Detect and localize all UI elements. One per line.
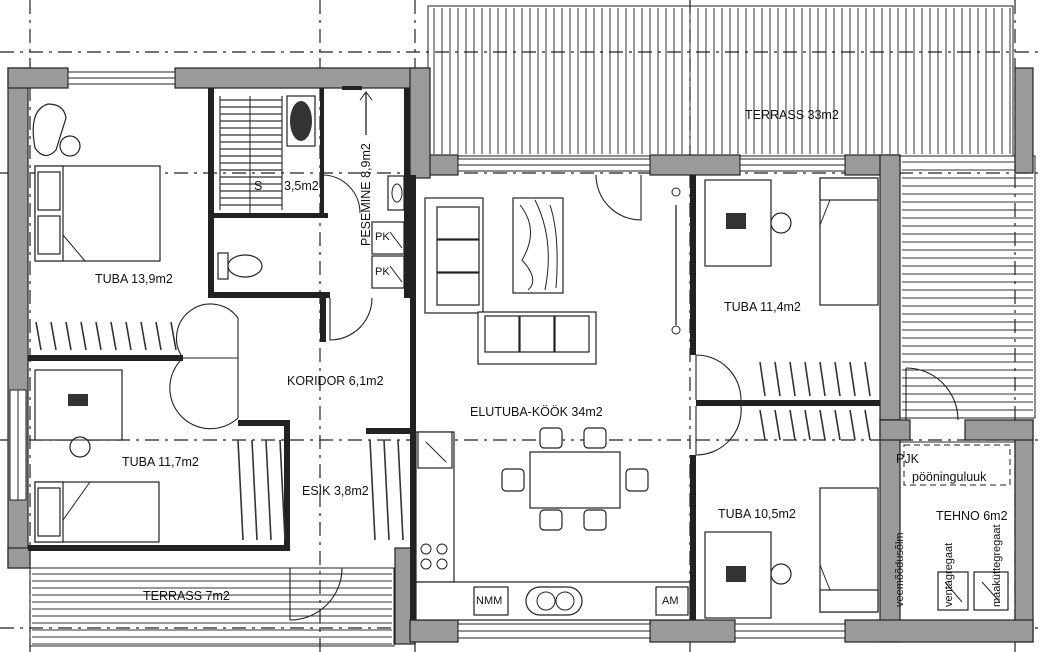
label-pk-1: PK bbox=[375, 231, 390, 243]
dining-chairs bbox=[501, 427, 649, 531]
label-esik: ESIK 3,8m2 bbox=[302, 484, 369, 498]
label-ventagregaat: ventagregaat bbox=[943, 543, 955, 607]
label-veemoodusolm: veemõõdusõlm bbox=[894, 532, 906, 607]
label-nmm: NMM bbox=[476, 595, 502, 607]
label-tuba-nw: TUBA 13,9m2 bbox=[95, 272, 173, 286]
tehno-room bbox=[899, 441, 1016, 621]
label-koridor: KORIDOR 6,1m2 bbox=[287, 374, 384, 388]
wardrobe-ne bbox=[759, 361, 871, 441]
label-terrass-top: TERRASS 33m2 bbox=[745, 108, 839, 122]
am-unit bbox=[655, 586, 689, 616]
doors bbox=[169, 174, 959, 621]
chair-se bbox=[770, 563, 792, 585]
terrace-deck-right bbox=[902, 161, 1033, 411]
cooktop-icon bbox=[420, 543, 448, 570]
chair-w bbox=[69, 436, 91, 458]
toilet-icon bbox=[227, 254, 263, 278]
label-maakyttagregaat: maaküttegregaat bbox=[991, 524, 1003, 607]
sofa-left bbox=[424, 197, 484, 314]
coffee-table-wood bbox=[512, 197, 564, 294]
label-elutuba: ELUTUBA-KÖÖK 34m2 bbox=[470, 405, 603, 419]
washing-machine-2 bbox=[371, 255, 405, 289]
dining-table bbox=[529, 451, 621, 509]
label-pooninguluuk: pööninguluuk bbox=[912, 470, 987, 484]
terrace-top-outline bbox=[427, 5, 1014, 157]
sauna-stones bbox=[290, 101, 312, 141]
wardrobe-nw bbox=[35, 321, 177, 351]
label-pk-2: PK bbox=[375, 266, 390, 278]
label-tuba-se: TUBA 10,5m2 bbox=[718, 507, 796, 521]
sauna-bench bbox=[219, 96, 283, 210]
toilet-tank bbox=[217, 252, 229, 280]
label-pjk: PJK bbox=[896, 452, 920, 466]
heat-pump-icon bbox=[973, 571, 1009, 611]
wardrobe-esik bbox=[369, 439, 404, 541]
exterior-walls bbox=[7, 67, 1034, 645]
wardrobe-w bbox=[237, 439, 286, 541]
label-tuba-w: TUBA 11,7m2 bbox=[122, 455, 199, 469]
label-am: AM bbox=[662, 595, 679, 607]
washbasin bbox=[387, 175, 405, 211]
label-tehno: TEHNO 6m2 bbox=[936, 509, 1008, 523]
terrace-deck-bottom bbox=[32, 573, 392, 645]
label-tuba-ne: TUBA 11,4m2 bbox=[724, 300, 801, 314]
armchair-nw bbox=[32, 103, 67, 157]
chair-ne bbox=[770, 212, 792, 234]
sofa-bottom bbox=[477, 311, 597, 365]
label-terrass-bottom: TERRASS 7m2 bbox=[143, 589, 230, 603]
dishwasher bbox=[473, 586, 509, 616]
fridge-icon bbox=[417, 431, 453, 469]
label-saun-area: 3,5m2 bbox=[284, 179, 319, 193]
terrace-deck-top bbox=[433, 8, 1011, 154]
terrace-bottom-outline bbox=[29, 567, 395, 647]
washing-machine-1 bbox=[371, 221, 405, 255]
side-table-nw bbox=[59, 135, 81, 157]
interior-walls bbox=[28, 88, 880, 620]
label-pesemine: PESEMINE 8,9m2 bbox=[359, 143, 373, 246]
label-saun: S bbox=[254, 179, 262, 193]
